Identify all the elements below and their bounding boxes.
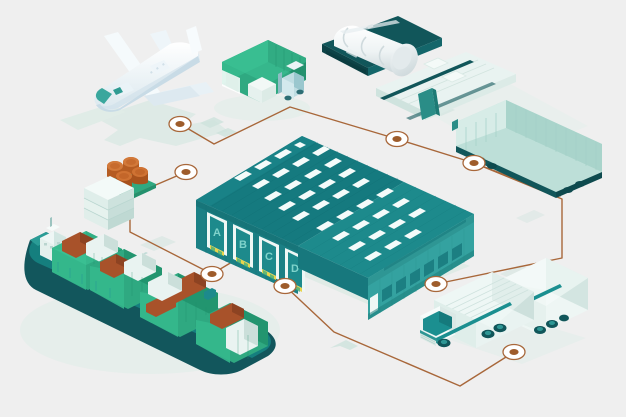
connector-node-container[interactable] [385,130,409,148]
barrels [107,157,148,189]
connector-path-bottom-right [284,285,515,387]
container-ship [24,217,276,375]
connector-node-rail[interactable] [462,154,486,172]
loading-door-c[interactable]: C [259,236,279,280]
barrel-pallet [100,157,156,200]
forklift [278,61,304,101]
door-label-d: D [291,263,299,275]
crate-stack [83,176,135,230]
side-windows [382,243,462,302]
roof-skylights-back [234,142,370,221]
door-label-b: B [239,239,247,251]
connector-node-barrels[interactable] [174,163,198,181]
door-label-c: C [265,251,273,263]
roof-skylights-front [316,188,426,261]
loading-doors: A B C [207,212,305,292]
connector-node-truck-lower[interactable] [502,343,526,361]
cargo-airplane [94,26,214,112]
semi-truck-front [420,272,534,348]
loading-door-a[interactable]: A [207,212,227,256]
rail-platform [376,52,516,120]
connector-node-airplane[interactable] [168,115,192,133]
connector-node-ship[interactable] [200,265,224,283]
connector-node-warehouse-front[interactable] [273,277,297,295]
shipping-container-forklift [222,40,306,103]
loading-door-b[interactable]: B [233,224,253,268]
connector-path-right-down [435,162,563,285]
tanker-rail-car [322,16,442,77]
warehouse: A B C [196,136,474,320]
ship-containers-stack-4 [196,303,268,363]
connector-nodes [168,115,526,361]
door-label-a: A [213,227,221,239]
connector-node-trucks[interactable] [424,275,448,293]
connector-path-top [179,106,398,145]
